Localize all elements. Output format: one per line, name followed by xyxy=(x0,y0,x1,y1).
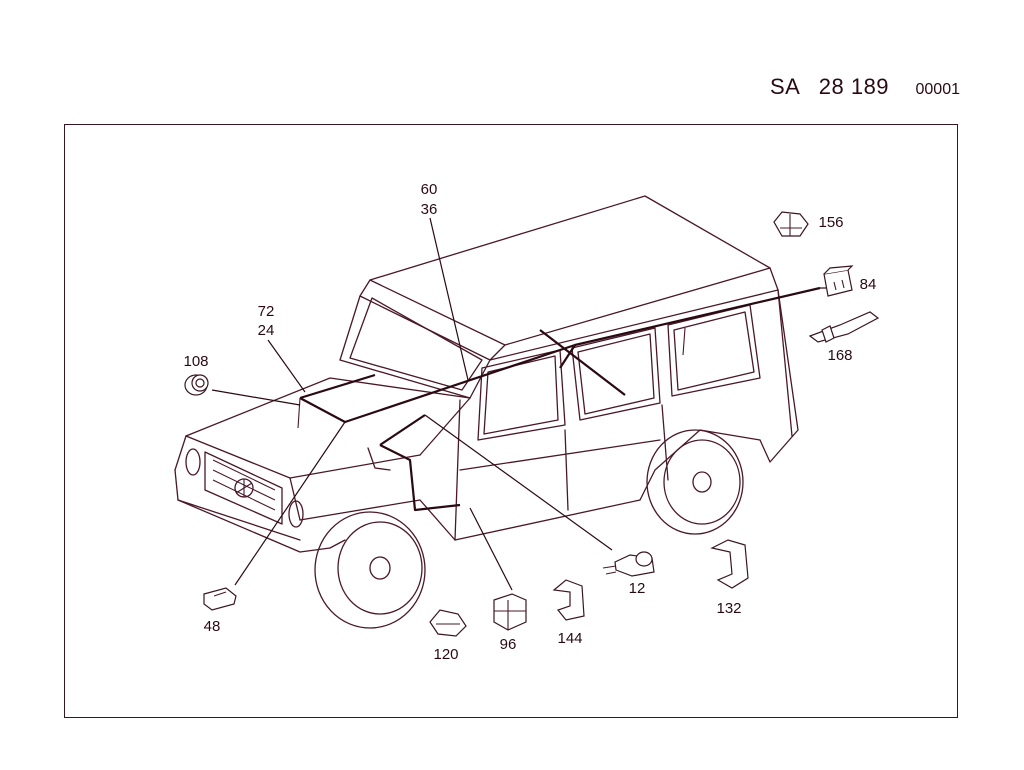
callout-144: 144 xyxy=(557,630,582,647)
sa-number: 28 189 xyxy=(818,74,890,99)
callout-132: 132 xyxy=(716,600,741,617)
callout-36: 36 xyxy=(421,201,438,218)
wiring-harness xyxy=(297,286,821,512)
callout-12: 12 xyxy=(629,580,646,597)
callout-168: 168 xyxy=(827,347,852,364)
bulb-socket-12-icon xyxy=(602,551,655,577)
clip-156-icon xyxy=(773,211,809,237)
connector-84-icon xyxy=(823,265,854,297)
drawing-header: SA 28 189 00001 xyxy=(770,74,960,100)
callout-120: 120 xyxy=(433,646,458,663)
bracket-132-icon xyxy=(710,539,749,589)
callout-156: 156 xyxy=(818,214,843,231)
callout-24: 24 xyxy=(258,322,275,339)
clip-144-icon xyxy=(552,579,585,621)
callout-labels: 60 36 72 24 108 156 84 168 12 132 48 96 … xyxy=(183,181,876,663)
vehicle-outline xyxy=(174,195,799,629)
connector-96-icon xyxy=(493,593,527,631)
drawing-frame xyxy=(64,124,958,718)
callout-60: 60 xyxy=(421,181,438,198)
callout-96: 96 xyxy=(500,636,517,653)
sa-prefix: SA xyxy=(769,74,801,99)
cable-tie-168-icon xyxy=(808,311,880,343)
clip-120-icon xyxy=(429,609,467,637)
connector-48-icon xyxy=(203,587,237,611)
callout-108: 108 xyxy=(183,353,208,370)
callout-48: 48 xyxy=(204,618,221,635)
leader-lines xyxy=(211,217,835,591)
callout-72: 72 xyxy=(258,303,275,320)
sheet-sequence: 00001 xyxy=(915,81,961,98)
callout-84: 84 xyxy=(860,276,877,293)
grommet-108-icon xyxy=(184,374,209,396)
